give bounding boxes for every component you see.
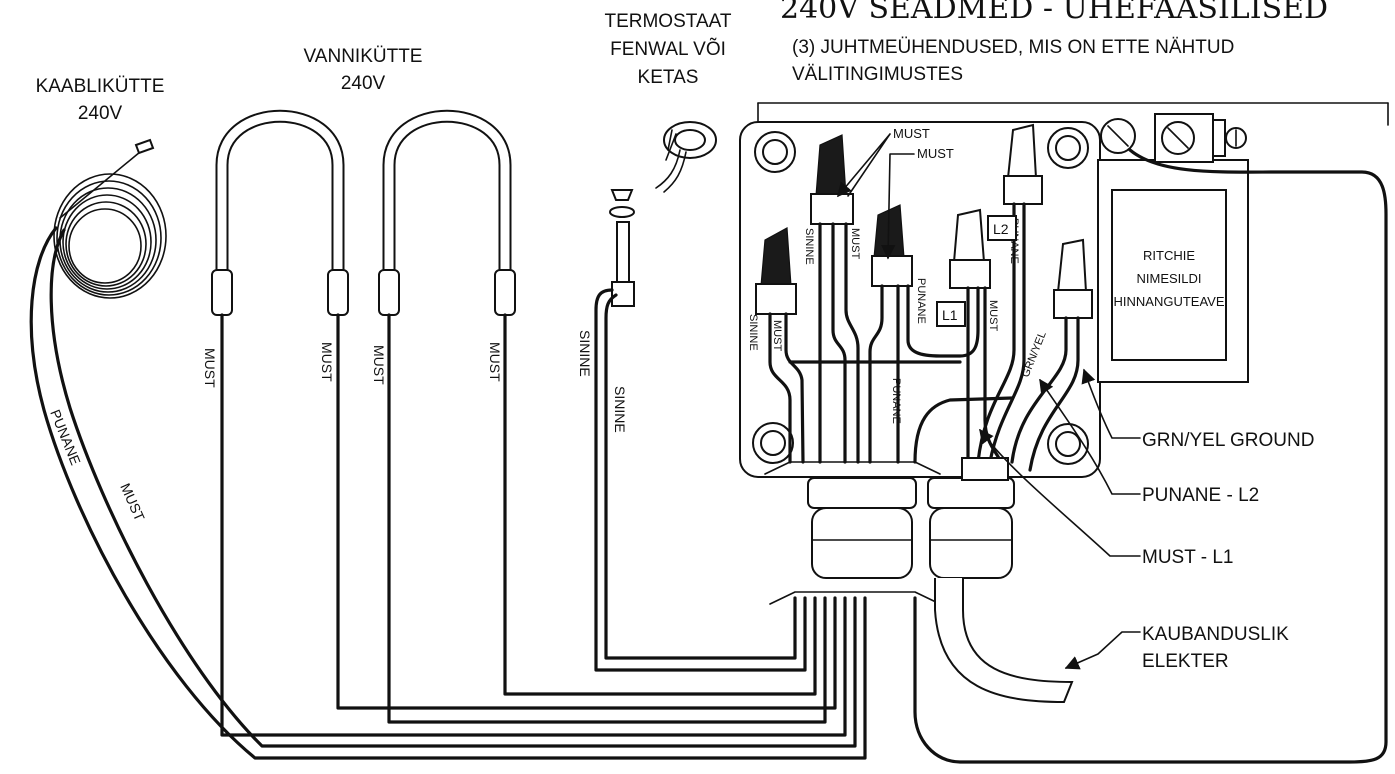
svg-text:KETAS: KETAS — [638, 67, 699, 88]
box-label-must-5: MUST — [987, 300, 999, 331]
box-label-punane-1: PUNANE — [915, 278, 927, 324]
thermostat-probe — [609, 189, 635, 307]
tub-wire-label-4: MUST — [487, 342, 503, 382]
box-label-punane-2: PUNANE — [890, 378, 902, 424]
box-label-sinine-1: SININE — [803, 228, 815, 265]
svg-text:L2: L2 — [993, 221, 1009, 237]
thermostat-label: TERMOSTAAT FENWAL VÕI KETAS — [604, 11, 731, 88]
diagram-title: 240V SEADMED - ÜHEFAASILISED — [780, 0, 1328, 26]
wire-nut-5 — [1003, 123, 1043, 205]
ground-wire-loop — [913, 148, 1388, 764]
cable-heater-wire-must — [49, 228, 857, 748]
cable-gland-right — [927, 457, 1015, 579]
leader-power — [1064, 631, 1141, 670]
power-conduit — [934, 578, 1074, 704]
tub-heater-loop-2 — [378, 109, 516, 316]
svg-text:L1: L1 — [942, 307, 958, 323]
svg-text:TERMOSTAAT: TERMOSTAAT — [604, 11, 731, 32]
ground-terminal — [1100, 113, 1247, 163]
tub-wire-label-2: MUST — [319, 342, 335, 382]
thermostat-wire-label-2: SININE — [612, 386, 628, 433]
leader-ground — [1081, 368, 1141, 439]
box-label-must-1: MUST — [893, 126, 930, 141]
leader-l2 — [1039, 378, 1141, 495]
leader-must-1 — [838, 133, 891, 196]
wire-nut-6 — [1053, 238, 1093, 319]
svg-text:240V: 240V — [78, 103, 123, 124]
svg-text:240V: 240V — [341, 73, 386, 94]
callout-l1: MUST - L1 — [1142, 547, 1234, 568]
label-l2-box: L2 — [987, 215, 1017, 241]
svg-text:HINNANGUTEAVE: HINNANGUTEAVE — [1114, 294, 1225, 309]
svg-text:VANNIKÜTTE: VANNIKÜTTE — [304, 46, 423, 67]
leader-must-2 — [881, 153, 915, 260]
label-l1-box: L1 — [936, 301, 966, 327]
callout-power-line2: ELEKTER — [1142, 651, 1229, 672]
thermostat-wire-b — [604, 293, 797, 660]
tub-heater-loop-1 — [211, 109, 349, 316]
tub-wire-label-1: MUST — [202, 348, 218, 388]
thermostat-wire-a — [594, 288, 807, 672]
tub-wire-4 — [503, 313, 817, 696]
box-label-must-3: MUST — [849, 228, 861, 259]
callout-power-line1: KAUBANDUSLIK — [1142, 624, 1289, 645]
nameplate-panel: RITCHIE NIMESILDI HINNANGUTEAVE — [1097, 159, 1249, 383]
subtitle-line1: (3) JUHTMEÜHENDUSED, MIS ON ETTE NÄHTUD — [792, 37, 1234, 58]
box-label-must-2: MUST — [917, 146, 954, 161]
callout-ground: GRN/YEL GROUND — [1142, 430, 1314, 451]
thermostat-wire-label-1: SININE — [577, 330, 593, 377]
cable-heater-wire-punane — [29, 226, 867, 760]
box-label-must-4: MUST — [771, 320, 783, 351]
svg-text:KAABLIKÜTTE: KAABLIKÜTTE — [36, 76, 165, 97]
box-label-sinine-2: SININE — [747, 314, 759, 351]
cable-heater-label: KAABLIKÜTTE 240V — [36, 76, 165, 124]
wire-nut-4 — [949, 208, 991, 289]
svg-text:NIMESILDI: NIMESILDI — [1136, 271, 1201, 286]
wire-nut-1 — [755, 227, 797, 315]
tub-wire-2 — [336, 313, 837, 710]
cable-heater-coil — [53, 138, 167, 299]
tub-heater-label: VANNIKÜTTE 240V — [304, 46, 423, 94]
tub-wire-1 — [220, 313, 847, 737]
cable-gland-left — [764, 461, 941, 605]
subtitle-line2: VÄLITINGIMUSTES — [792, 64, 963, 85]
tub-wire-label-3: MUST — [371, 345, 387, 385]
svg-text:RITCHIE: RITCHIE — [1143, 248, 1195, 263]
thermostat-disc — [655, 121, 717, 193]
leader-l1 — [979, 428, 1141, 557]
callout-l2: PUNANE - L2 — [1142, 485, 1259, 506]
tub-wire-3 — [387, 313, 827, 724]
svg-text:FENWAL VÕI: FENWAL VÕI — [610, 38, 726, 60]
cable-wire-label-must: MUST — [117, 481, 148, 524]
